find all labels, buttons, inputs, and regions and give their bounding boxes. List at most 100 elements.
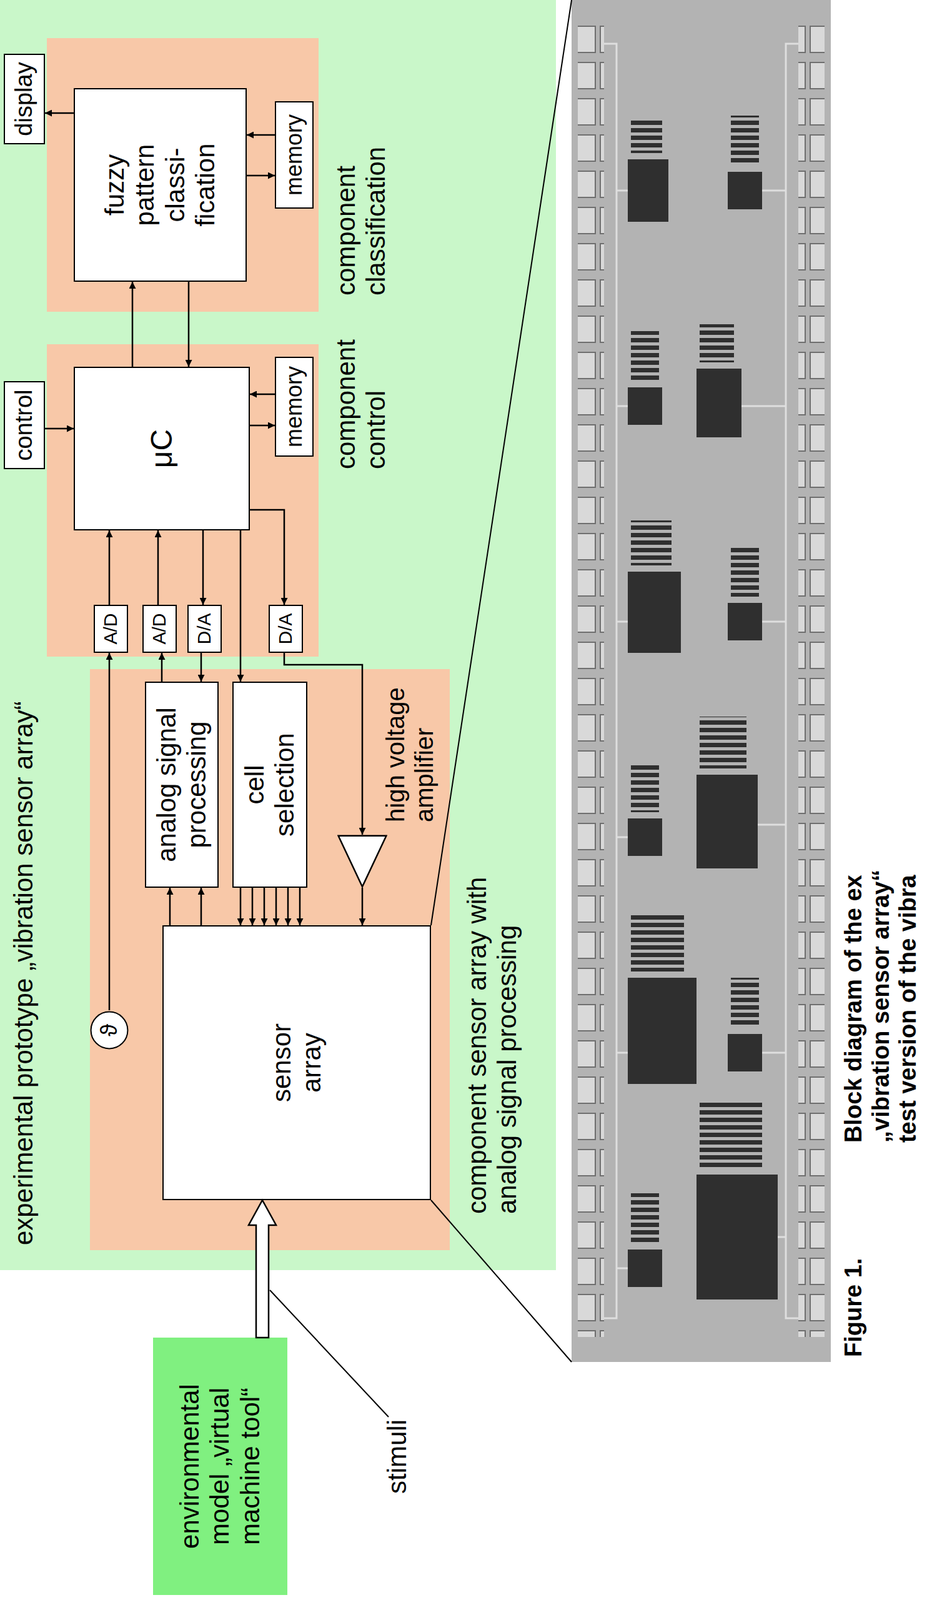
sensor-mass	[727, 171, 763, 210]
signal-connector	[361, 887, 364, 926]
sensor-mass	[727, 602, 763, 641]
sensor-comb	[699, 1099, 763, 1169]
node-text: A/D	[148, 613, 171, 645]
zoom-leader-line	[431, 1199, 572, 1362]
figure-caption: Block diagram of the ex „vibration senso…	[840, 848, 923, 1143]
sensor-comb	[730, 977, 759, 1028]
sensor-mass	[696, 1174, 778, 1300]
edge-label: stimuli	[382, 1419, 413, 1494]
process-box: analog signal processing	[144, 681, 219, 888]
signal-connector	[263, 887, 266, 926]
signal-connector	[131, 281, 134, 367]
component-panel: component classificationfuzzy pattern cl…	[46, 38, 319, 312]
zoom-leader-line	[431, 0, 572, 926]
sensor-comb	[630, 912, 685, 972]
environment-model-box: environmental model „virtual machine too…	[153, 1337, 288, 1595]
text-holder: Figure 1.	[840, 1258, 868, 1357]
sensor-mass	[696, 368, 742, 438]
node-text: display	[10, 61, 39, 136]
signal-connector	[161, 652, 164, 682]
sensor-mass	[627, 977, 697, 1084]
signal-connector	[200, 652, 203, 682]
sensor-mass	[627, 571, 681, 653]
node-text: μC	[144, 429, 179, 468]
component-panel: component controlA/DA/DD/AD/AμCmemory	[46, 344, 319, 657]
node-text: D/A	[274, 613, 297, 645]
memory-box: memory	[274, 101, 314, 209]
converter-box: D/A	[187, 604, 222, 653]
temperature-sensor: ϑ	[89, 1010, 130, 1051]
sensor-array-box: sensor array	[162, 925, 432, 1200]
signal-connector	[108, 652, 111, 1011]
sensor-comb	[630, 331, 660, 382]
sensor-mass	[727, 1033, 763, 1072]
signal-connector	[249, 509, 285, 605]
node-text: high voltage amplifier	[381, 672, 439, 823]
sensor-mass	[627, 818, 663, 856]
sensor-comb	[630, 520, 672, 566]
process-box: fuzzy pattern classi- fication	[73, 88, 247, 282]
signal-connector	[284, 652, 363, 835]
signal-connector	[200, 887, 203, 926]
io-box: control	[3, 381, 45, 470]
node-text: component sensor array with analog signa…	[462, 857, 523, 1214]
triangle-outline	[338, 835, 387, 888]
signal-connector	[108, 530, 111, 605]
sensor-comb	[630, 118, 663, 154]
node-text: A/D	[99, 613, 122, 645]
converter-box: A/D	[142, 604, 177, 653]
figure-number: Figure 1.	[840, 1258, 868, 1357]
sensor-comb	[730, 546, 759, 597]
signal-connector	[239, 530, 242, 682]
circle-outline	[91, 1011, 129, 1049]
text-holder: component classification	[331, 108, 392, 296]
label-leader-line	[269, 1289, 389, 1417]
chip-micrograph	[571, 0, 831, 1362]
node-text: fuzzy pattern classi- fication	[99, 125, 221, 245]
signal-connector	[44, 427, 74, 430]
text-holder: experimental prototype „vibration sensor…	[8, 495, 39, 1245]
signal-connector	[188, 281, 190, 367]
node-text: D/A	[193, 613, 216, 645]
sensor-comb	[630, 1193, 660, 1244]
bond-pad-row	[577, 24, 605, 1337]
signal-connector	[246, 134, 275, 137]
node-text: memory	[281, 114, 307, 196]
node-text: environmental model „virtual machine too…	[174, 1375, 266, 1557]
signal-connector	[246, 174, 275, 177]
amplifier-symbol: high voltage amplifier	[337, 834, 388, 888]
prototype-frame: experimental prototype „vibration sensor…	[0, 0, 556, 1270]
signal-connector	[249, 424, 275, 427]
signal-connector	[287, 887, 290, 926]
node-text: control	[10, 389, 39, 461]
sensor-mass	[627, 1249, 663, 1287]
sensor-comb	[699, 716, 747, 769]
microcontroller-box: μC	[73, 366, 250, 531]
component-panel: component sensor array with analog signa…	[89, 669, 450, 1250]
text-holder: high voltage amplifier	[381, 672, 439, 823]
converter-box: A/D	[93, 604, 129, 653]
sensor-comb	[630, 762, 660, 813]
sensor-mass	[696, 774, 758, 869]
text-holder: Block diagram of the ex „vibration senso…	[840, 848, 923, 1143]
node-text: memory	[281, 366, 307, 448]
metal-traces	[604, 43, 799, 1319]
process-box: cell selection	[232, 681, 308, 888]
io-box: display	[3, 53, 45, 145]
signal-connector	[275, 887, 278, 926]
bond-pad-row	[798, 24, 825, 1337]
chip-die	[571, 0, 831, 1362]
signal-connector	[169, 887, 172, 926]
stimulus-arrow	[248, 1199, 277, 1338]
node-text: experimental prototype „vibration sensor…	[8, 495, 39, 1245]
sensor-mass	[627, 387, 663, 425]
text-holder: component sensor array with analog signa…	[462, 857, 523, 1214]
node-text: component control	[331, 319, 392, 470]
text-holder: component control	[331, 319, 392, 470]
node-text: sensor array	[266, 1006, 328, 1119]
text-holder: stimuli	[382, 1419, 413, 1494]
memory-box: memory	[274, 356, 314, 457]
signal-connector	[239, 887, 242, 926]
triangle-outline	[337, 834, 388, 888]
sensor-comb	[699, 324, 734, 363]
